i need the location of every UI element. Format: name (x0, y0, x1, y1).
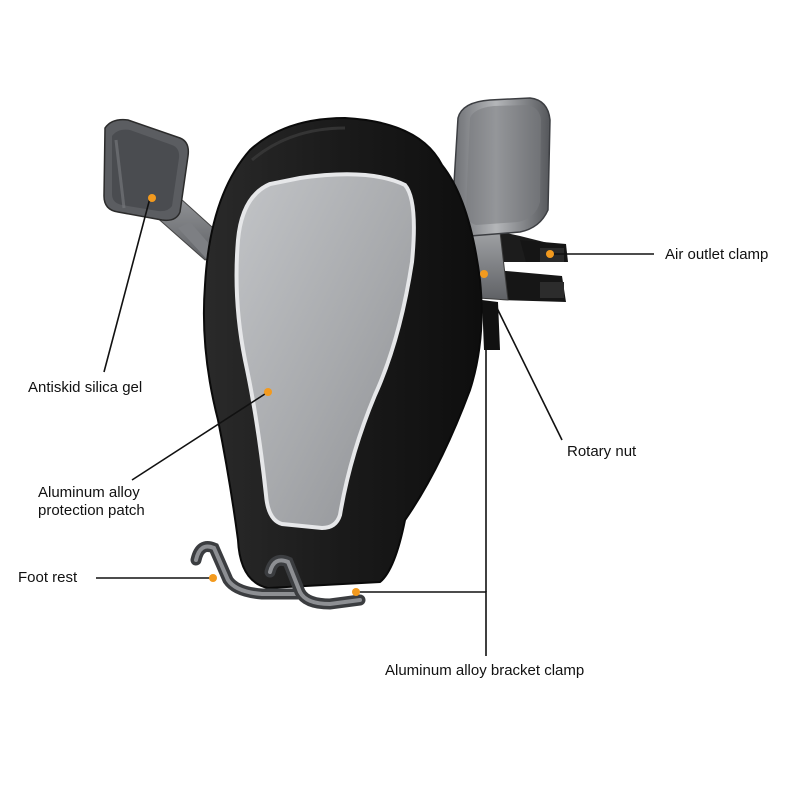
label-foot-rest: Foot rest (18, 569, 78, 586)
leader-bracket-clamp (356, 591, 487, 656)
marker-foot-rest (209, 574, 217, 582)
callout-markers (148, 194, 554, 596)
label-protection-line2: protection patch (38, 502, 145, 519)
aluminum-protection-patch (234, 172, 416, 531)
marker-air-outlet (546, 250, 554, 258)
label-aluminum-protection-patch: Aluminum alloy protection patch (38, 484, 145, 520)
label-aluminum-bracket-clamp: Aluminum alloy bracket clamp (385, 662, 585, 679)
marker-antiskid (148, 194, 156, 202)
marker-rotary-nut (480, 270, 488, 278)
marker-protection-patch (264, 388, 272, 396)
label-antiskid-silica-gel: Antiskid silica gel (28, 379, 143, 396)
left-grip-arm (103, 118, 232, 280)
label-rotary-nut: Rotary nut (567, 443, 637, 460)
foot-rest-hooks (190, 541, 366, 610)
label-air-outlet-clamp: Air outlet clamp (665, 246, 769, 263)
label-protection-line1: Aluminum alloy (38, 484, 140, 501)
leader-rotary-nut (495, 305, 563, 441)
marker-bracket-clamp (352, 588, 360, 596)
phone-holder-illustration (103, 97, 568, 610)
rotary-nut-shape (482, 300, 500, 350)
leader-antiskid (103, 197, 151, 373)
leader-lines (96, 197, 654, 656)
leader-protection-patch (131, 391, 269, 481)
